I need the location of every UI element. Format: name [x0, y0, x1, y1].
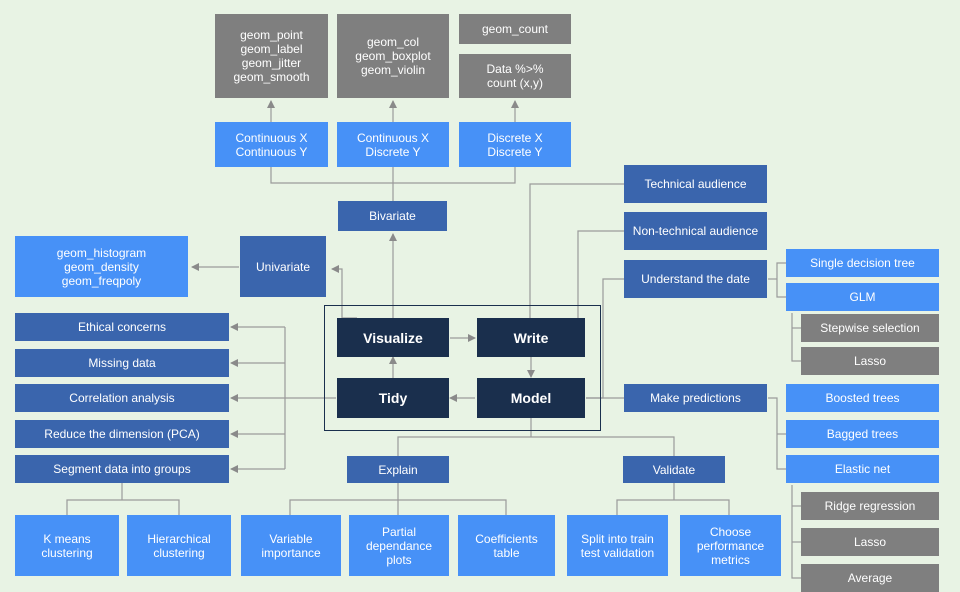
make-predictions-box: Make predictions	[624, 384, 767, 412]
technical-audience-box: Technical audience	[624, 165, 767, 203]
coefficients-table-box: Coefficients table	[458, 515, 555, 576]
boosted-trees-box: Boosted trees	[786, 384, 939, 412]
geoms-continuous-discrete: geom_col geom_boxplot geom_violin	[337, 14, 449, 98]
glm-box: GLM	[786, 283, 939, 311]
variable-importance-box: Variable importance	[241, 515, 341, 576]
bagged-trees-box: Bagged trees	[786, 420, 939, 448]
geoms-continuous-continuous: geom_point geom_label geom_jitter geom_s…	[215, 14, 328, 98]
segment-groups-box: Segment data into groups	[15, 455, 229, 483]
ridge-regression-box: Ridge regression	[801, 492, 939, 520]
write-node: Write	[477, 318, 585, 357]
elastic-net-box: Elastic net	[786, 455, 939, 483]
explain-box: Explain	[347, 456, 449, 483]
ethical-concerns-box: Ethical concerns	[15, 313, 229, 341]
geom-count-box: geom_count	[459, 14, 571, 44]
discrete-discrete-box: Discrete X Discrete Y	[459, 122, 571, 167]
continuous-discrete-box: Continuous X Discrete Y	[337, 122, 449, 167]
partial-dependance-box: Partial dependance plots	[349, 515, 449, 576]
data-count-box: Data %>% count (x,y)	[459, 54, 571, 98]
continuous-continuous-box: Continuous X Continuous Y	[215, 122, 328, 167]
correlation-analysis-box: Correlation analysis	[15, 384, 229, 412]
validate-box: Validate	[623, 456, 725, 483]
non-technical-audience-box: Non-technical audience	[624, 212, 767, 250]
model-node: Model	[477, 378, 585, 418]
lasso-glm-box: Lasso	[801, 347, 939, 375]
kmeans-box: K means clustering	[15, 515, 119, 576]
hierarchical-box: Hierarchical clustering	[127, 515, 231, 576]
choose-metrics-box: Choose performance metrics	[680, 515, 781, 576]
lasso-elastic-box: Lasso	[801, 528, 939, 556]
stepwise-selection-box: Stepwise selection	[801, 314, 939, 342]
univariate-geoms-box: geom_histogram geom_density geom_freqpol…	[15, 236, 188, 297]
tidy-node: Tidy	[337, 378, 449, 418]
single-decision-tree-box: Single decision tree	[786, 249, 939, 277]
bivariate-box: Bivariate	[338, 201, 447, 231]
univariate-box: Univariate	[240, 236, 326, 297]
visualize-node: Visualize	[337, 318, 449, 357]
reduce-dimension-box: Reduce the dimension (PCA)	[15, 420, 229, 448]
core-workflow-frame	[324, 305, 601, 431]
average-box: Average	[801, 564, 939, 592]
missing-data-box: Missing data	[15, 349, 229, 377]
understand-data-box: Understand the date	[624, 260, 767, 298]
split-train-test-box: Split into train test validation	[567, 515, 668, 576]
